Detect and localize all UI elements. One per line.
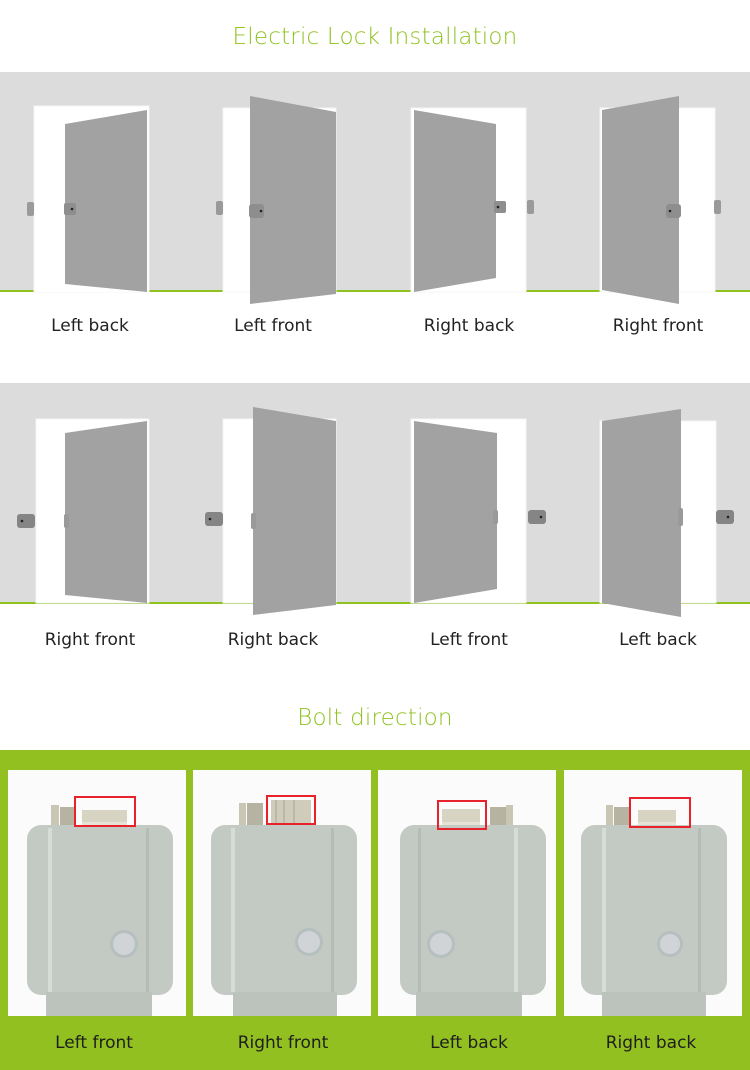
floor-line-row-1: [0, 290, 750, 292]
door-icon: [599, 409, 734, 617]
door-label: Right front: [612, 316, 704, 336]
bolt-label: Right back: [605, 1033, 697, 1053]
lock-photo-right-front: [193, 770, 371, 1016]
door-label: Right front: [44, 630, 136, 650]
door-diagram-left-back-2: [562, 383, 750, 623]
door-icon: [17, 418, 150, 604]
bolt-label: Left back: [430, 1033, 508, 1053]
door-diagram-right-back: [375, 72, 562, 312]
lock-photo-left-back: [378, 770, 556, 1016]
bolt-direction-title: Bolt direction: [297, 705, 453, 731]
door-diagram-right-front: [562, 72, 750, 312]
bolt-label: Right front: [237, 1033, 329, 1053]
door-diagram-left-front-2: [375, 383, 562, 623]
door-diagram-right-front-2: [0, 383, 187, 623]
door-label: Left front: [234, 316, 312, 336]
lock-icon: [581, 797, 727, 1016]
door-icon: [599, 96, 721, 304]
door-icon: [410, 418, 546, 604]
door-label: Right back: [423, 316, 515, 336]
door-diagram-left-front: [187, 72, 374, 312]
door-icon: [27, 105, 150, 293]
lock-icon: [27, 796, 173, 1016]
installation-title: Electric Lock Installation: [232, 24, 518, 50]
lock-icon: [211, 795, 357, 1016]
door-label: Right back: [227, 630, 319, 650]
door-label: Left back: [619, 630, 697, 650]
floor-line-row-2: [0, 602, 750, 604]
lock-photo-left-front: [8, 770, 186, 1016]
lock-photo-right-back: [564, 770, 742, 1016]
door-icon: [205, 407, 337, 615]
bolt-label: Left front: [55, 1033, 133, 1053]
door-icon: [216, 96, 337, 304]
door-label: Left front: [430, 630, 508, 650]
door-diagram-right-back-2: [187, 383, 374, 623]
door-label: Left back: [51, 316, 129, 336]
door-diagram-left-back: [0, 72, 187, 312]
lock-icon: [400, 800, 546, 1016]
door-icon: [410, 107, 534, 293]
